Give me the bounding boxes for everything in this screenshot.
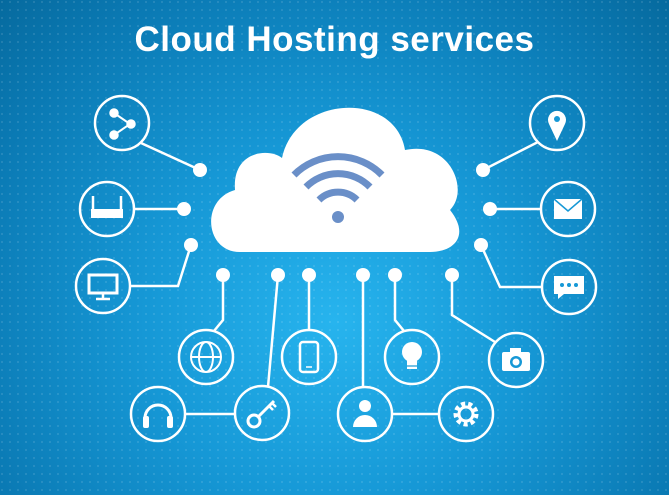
cloud: [211, 107, 460, 253]
page-title: Cloud Hosting services: [134, 20, 535, 59]
monitor-icon: [74, 257, 132, 315]
share-icon: [93, 94, 151, 152]
router-icon: [78, 180, 136, 238]
chat-icon: [540, 258, 598, 316]
globe-icon: [177, 328, 235, 386]
gear-icon: [437, 385, 495, 443]
phone-icon: [280, 328, 338, 386]
connector-lines: [130, 140, 542, 416]
key-icon: [233, 384, 291, 442]
camera-icon: [487, 331, 545, 389]
mail-icon: [539, 180, 597, 238]
person-icon: [336, 385, 394, 443]
location-icon: [528, 94, 586, 152]
headphones-icon: [129, 385, 187, 443]
lightbulb-icon: [383, 328, 441, 386]
wifi-icon: [291, 153, 385, 223]
connector-dots: [177, 163, 497, 282]
